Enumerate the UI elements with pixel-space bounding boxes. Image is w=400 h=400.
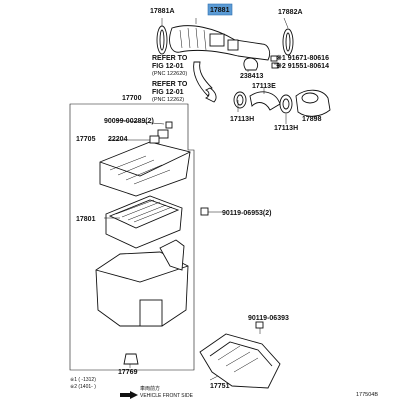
bolt-90119-06393[interactable]	[255, 321, 264, 329]
sensor-22204[interactable]	[149, 135, 160, 144]
label-17801: 17801	[76, 216, 96, 223]
hose-17113H-b[interactable]	[279, 94, 293, 114]
label-ref1-a: REFER TO	[152, 55, 188, 62]
label-17881A: 17881A	[150, 8, 175, 15]
resonator-17898[interactable]	[295, 89, 331, 117]
breather-hose[interactable]	[193, 61, 217, 103]
air-duct-17751[interactable]	[199, 333, 281, 389]
hose-17113E[interactable]	[249, 91, 281, 111]
label-17113H-a: 17113H	[230, 116, 254, 123]
label-17898: 17898	[302, 116, 322, 123]
label-ref1-c: (PNC 122620)	[152, 71, 187, 77]
label-17705: 17705	[76, 136, 96, 143]
clamp-17882A[interactable]	[282, 28, 294, 56]
label-ref1-b: FIG 12-01	[152, 63, 184, 70]
label-90119-06953: 90119-06953(2)	[222, 210, 271, 217]
label-17113H-b: 17113H	[274, 125, 298, 132]
label-238413: 238413	[240, 73, 263, 80]
cleaner-case[interactable]	[95, 239, 189, 327]
filter-element-17801[interactable]	[105, 195, 183, 249]
hose-17113H-a[interactable]	[233, 91, 247, 109]
cleaner-cap-17705[interactable]	[99, 129, 191, 197]
label-17700: 17700	[122, 95, 142, 102]
label-90099: 90099-00289(2)	[104, 118, 154, 125]
label-22204: 22204	[108, 136, 128, 143]
highlight-17881	[207, 3, 233, 16]
screw-90099[interactable]	[165, 121, 173, 129]
damper-17769[interactable]	[123, 353, 139, 365]
label-17881: 17881	[210, 7, 230, 14]
label-front-en: VEHICLE FRONT SIDE	[140, 393, 194, 399]
label-91671: ※1 91671-80616	[276, 54, 329, 62]
clamp-17881A[interactable]	[156, 25, 168, 55]
figure-code: 177504B	[356, 392, 378, 398]
label-17751: 17751	[210, 383, 230, 390]
front-arrow-icon	[120, 391, 138, 399]
bolt-90119-06953[interactable]	[200, 207, 209, 216]
label-ref2-a: REFER TO	[152, 81, 188, 88]
label-ref2-c: (PNC 12262)	[152, 97, 184, 103]
label-91551: ※2 91551-80614	[276, 62, 329, 70]
hose-cap-238413[interactable]	[243, 57, 259, 71]
label-17113E: 17113E	[252, 83, 276, 90]
note-1: ※1 ( -1312)	[70, 377, 96, 383]
label-90119-06393: 90119-06393	[248, 315, 289, 322]
label-front-jp: 車両前方	[140, 385, 160, 392]
intake-hose-17881[interactable]	[169, 25, 271, 61]
leader-lines	[104, 17, 317, 381]
note-2: ※2 (1401- )	[70, 384, 96, 390]
label-ref2-b: FIG 12-01	[152, 89, 184, 96]
label-17769: 17769	[118, 369, 138, 376]
label-17882A: 17882A	[278, 9, 303, 16]
group-frame-17700	[69, 103, 195, 371]
